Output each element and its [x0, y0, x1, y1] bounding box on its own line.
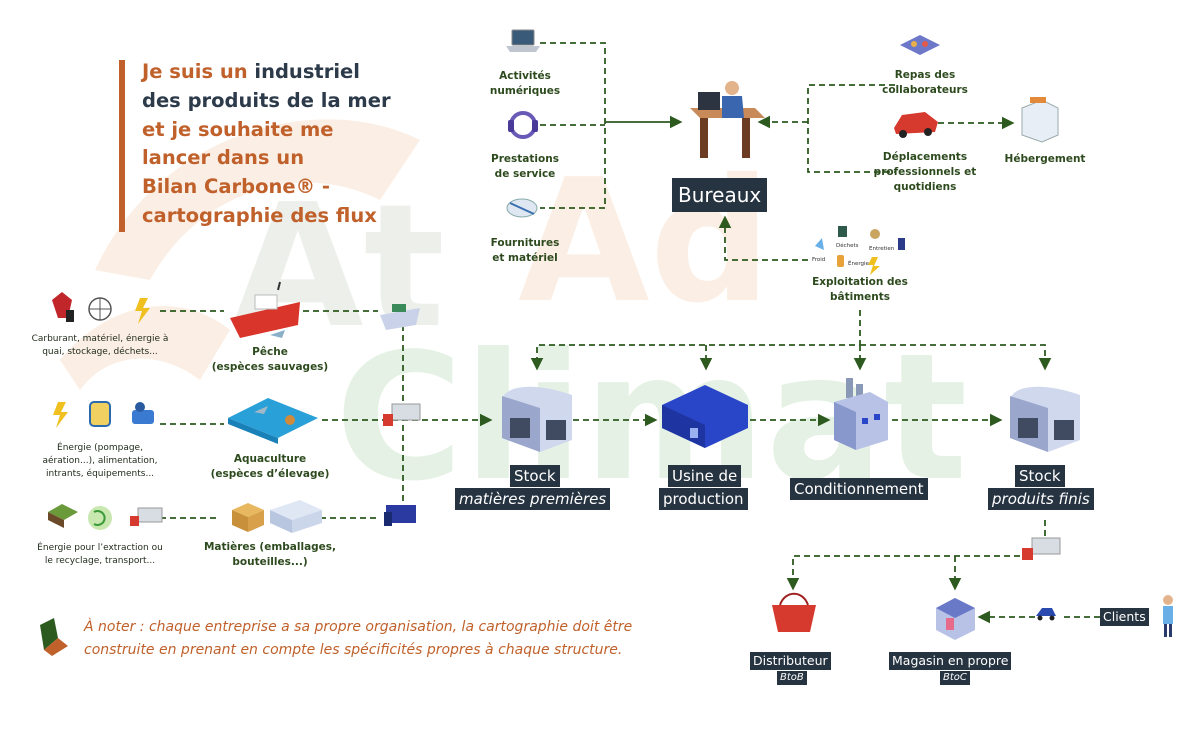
shopping-basket-icon [772, 592, 816, 632]
tag-usine-sub: production [659, 488, 748, 510]
title-line-1b: industriel [254, 60, 360, 83]
lightning-icon [135, 298, 150, 324]
tag-clients: Clients [1100, 608, 1149, 626]
label-hebergement: Hébergement [1004, 153, 1086, 165]
bottles-pack-icon [270, 500, 322, 533]
building-ops-icons [815, 226, 905, 275]
factory-icon [662, 385, 748, 448]
headset-icon [508, 111, 538, 139]
tag-conditionnement: Conditionnement [790, 478, 928, 500]
title-line-1a: Je suis un [142, 60, 255, 83]
tag-stock-produits: Stock [1015, 465, 1065, 487]
tag-btob: BtoB [777, 671, 807, 685]
blue-truck-icon [384, 505, 416, 526]
energie-mini-label: Énergie [848, 259, 870, 267]
label-peche: Pêche(espèces sauvages) [211, 346, 329, 373]
tag-usine: Usine de [668, 465, 742, 487]
title-line-6: cartographie des flux [142, 203, 377, 227]
cargo-ship-icon [380, 304, 420, 330]
shop-icon [936, 598, 975, 640]
watermark-word-at: At [232, 168, 445, 366]
globe-icon [88, 297, 112, 321]
delivery-truck-icon [1022, 537, 1061, 560]
watermark-word-ad: Ad [518, 143, 771, 341]
logo-badge-icon [40, 618, 68, 656]
equipment-icon [132, 402, 154, 424]
footnote-line-1: À noter : chaque entreprise a sa propre … [84, 619, 633, 635]
tag-bureaux: Bureaux [672, 178, 768, 212]
warehouse-finished-icon [1010, 386, 1080, 452]
fuel-pump-icon [52, 292, 74, 322]
tag-stock-produits-sub: produits finis [988, 488, 1094, 510]
small-car-icon [1036, 608, 1056, 621]
mine-icon [48, 504, 78, 528]
title-line-5: Bilan Carbone® - [142, 175, 330, 199]
tag-stock-matieres-sub: matières premières [455, 488, 611, 510]
lightning-icon-2 [53, 402, 68, 428]
car-icon [894, 112, 938, 138]
warehouse-raw-icon [502, 386, 572, 452]
fishing-boat-icon [230, 281, 300, 338]
meal-tray-icon [900, 35, 940, 55]
supplies-icon [506, 198, 538, 218]
packaging-plant-icon [834, 378, 888, 450]
title-line-4: lancer dans un [142, 146, 305, 170]
feed-can-icon [89, 401, 111, 427]
cardboard-box-icon [232, 503, 264, 532]
footnote-line-2: construite en prenant en compte les spéc… [84, 642, 623, 658]
title-line-2: des produits de la mer [142, 88, 391, 112]
tag-stock-matieres: Stock [510, 465, 560, 487]
label-matieres: Matières (emballages,bouteilles...) [203, 541, 337, 568]
office-arrows [540, 42, 1015, 261]
aquaculture-icon [228, 398, 318, 444]
client-person-icon [1163, 595, 1173, 637]
hotel-icon [1021, 97, 1059, 143]
entretien-label: Entretien [869, 246, 895, 252]
title-accent-bar [119, 60, 125, 232]
title-line-3: et je souhaite me [142, 117, 334, 141]
label-aquaculture: Aquaculture(espèces d’élevage) [210, 453, 330, 480]
tag-btoc: BtoC [940, 671, 970, 685]
page-title: Je suis un industriel des produits de la… [142, 58, 402, 231]
truck-icon [383, 403, 421, 426]
dechets-label: Déchets [836, 242, 859, 249]
truck-icon-2 [130, 507, 163, 526]
label-energie-aquaculture: Énergie (pompage,aération...), alimentat… [42, 443, 158, 479]
tag-distributeur: Distributeur [750, 652, 831, 670]
footnote: À noter : chaque entreprise a sa propre … [84, 616, 724, 662]
froid-label: Froid [812, 257, 825, 263]
laptop-icon [506, 29, 540, 52]
tag-magasin: Magasin en propre [889, 652, 1012, 670]
chain-arrows [530, 310, 1100, 624]
office-worker-icon [690, 81, 765, 158]
recycle-icon [88, 506, 112, 530]
